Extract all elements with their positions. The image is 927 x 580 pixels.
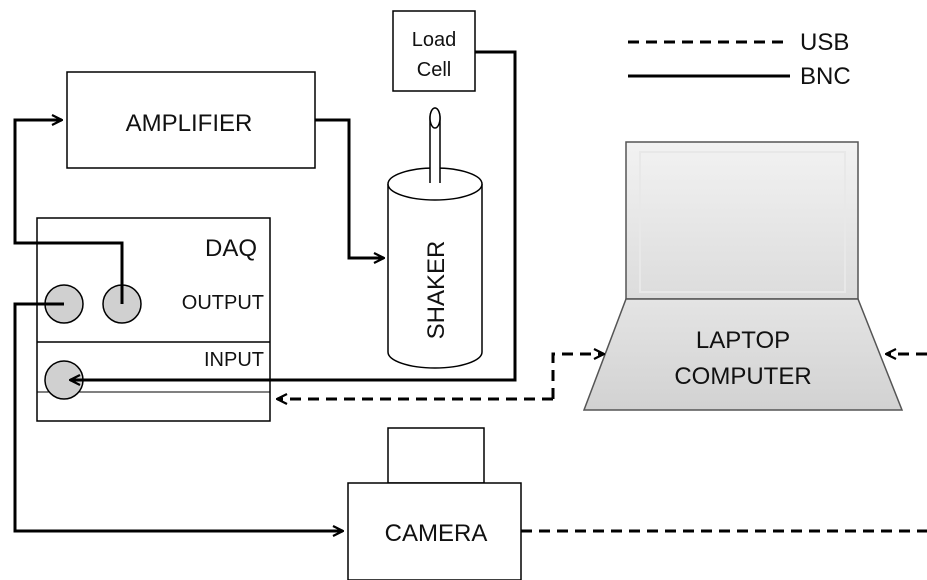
laptop-block: LAPTOP COMPUTER: [582, 141, 904, 411]
amplifier-block: AMPLIFIER: [66, 71, 316, 169]
camera-lens: [387, 427, 485, 484]
daq-title: DAQ: [205, 235, 257, 262]
camera-label: CAMERA: [385, 520, 488, 547]
usb-branch-to-laptop: [551, 354, 604, 399]
daq-input-label: INPUT: [204, 349, 264, 371]
daq-block: DAQ OUTPUT INPUT: [36, 217, 271, 422]
legend-bnc-label: BNC: [800, 63, 851, 90]
load-cell-label-line1: Load: [412, 29, 457, 51]
wire-daq-output-to-camera: [13, 302, 343, 531]
shaker-label: SHAKER: [423, 241, 450, 340]
laptop-screen: [625, 141, 859, 300]
wire-load-cell-to-daq-input: [70, 50, 517, 380]
laptop-label-line1: LAPTOP: [696, 327, 790, 354]
wire-amplifier-to-shaker: [315, 118, 384, 258]
legend: USB BNC: [628, 29, 851, 90]
laptop-label-line2: COMPUTER: [674, 363, 811, 390]
load-cell-label-line2: Cell: [417, 59, 451, 81]
legend-usb-label: USB: [800, 29, 849, 56]
shaker-block: SHAKER: [387, 107, 483, 369]
bnc-connections: [13, 50, 517, 531]
wire-daq-output-to-amplifier: [13, 120, 124, 304]
laptop-base: [582, 298, 904, 411]
daq-output-label: OUTPUT: [182, 292, 264, 314]
usb-connections: [277, 354, 927, 533]
camera-block: CAMERA: [347, 427, 522, 580]
amplifier-label: AMPLIFIER: [126, 110, 253, 137]
load-cell-block: Load Cell: [392, 10, 476, 92]
